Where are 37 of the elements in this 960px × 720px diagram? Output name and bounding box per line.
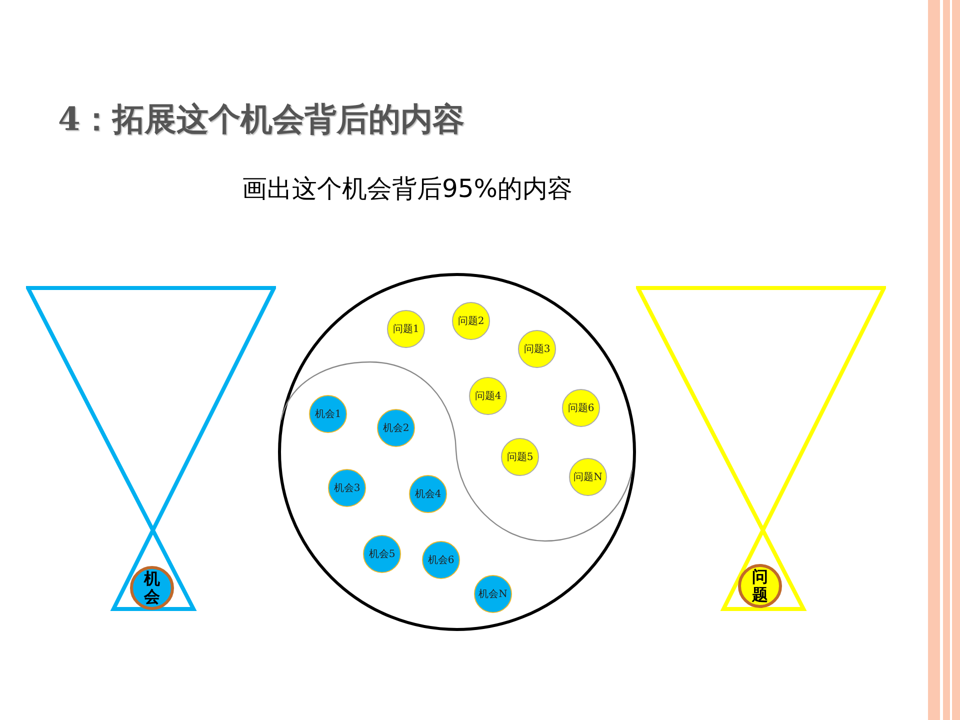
circle-node	[363, 535, 401, 573]
node-label: 机会3	[334, 482, 360, 495]
circle-node	[518, 330, 556, 368]
node-label: 机会5	[368, 548, 396, 561]
node-label: 机会1	[314, 408, 342, 421]
circle-node	[474, 575, 512, 613]
slide-title: 4：拓展这个机会背后的内容	[58, 99, 464, 140]
circle-node	[387, 310, 425, 348]
node-label: 机会	[144, 570, 160, 606]
circle-node	[501, 438, 539, 476]
node-label: 机会4	[414, 488, 442, 501]
circle-node	[377, 409, 415, 447]
circle-node	[562, 389, 600, 427]
node-label: 问题3	[524, 343, 550, 356]
node-label: 问题2	[458, 315, 484, 328]
hourglass-shape	[26, 286, 276, 612]
circle-node	[130, 566, 174, 610]
circle-node	[469, 377, 507, 415]
large-circle	[278, 273, 636, 631]
circle-node	[409, 475, 447, 513]
circle-node	[738, 564, 782, 608]
node-label: 问题5	[506, 451, 534, 464]
circle-node	[328, 469, 366, 507]
node-label: 问题6	[568, 402, 594, 415]
node-label: 问题1	[392, 323, 420, 336]
hourglass-shape	[636, 286, 886, 612]
circle-node	[422, 541, 460, 579]
node-label: 问题4	[474, 390, 502, 403]
node-label: 问题N	[574, 471, 602, 484]
node-label: 机会6	[428, 554, 454, 567]
node-label: 机会2	[382, 422, 410, 435]
node-label: 机会N	[478, 588, 508, 601]
subtitle: 画出这个机会背后95%的内容	[242, 173, 573, 205]
circle-node	[569, 458, 607, 496]
node-label: 问题	[752, 568, 768, 604]
circle-node	[452, 302, 490, 340]
circle-node	[309, 395, 347, 433]
